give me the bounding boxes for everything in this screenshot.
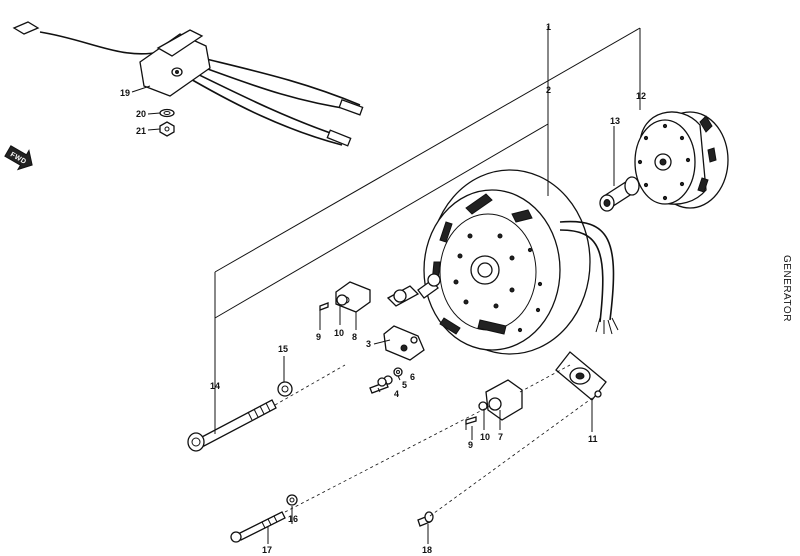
breaker-upper xyxy=(319,273,441,316)
label-15: 15 xyxy=(278,344,288,354)
label-17: 17 xyxy=(262,545,272,555)
forward-arrow: FWD xyxy=(4,145,33,171)
label-14: 14 xyxy=(210,381,220,391)
leader-lines xyxy=(131,85,615,544)
grommet-11 xyxy=(555,351,607,401)
stator-assembly xyxy=(423,169,619,355)
label-13: 13 xyxy=(610,116,620,126)
label-19: 19 xyxy=(120,88,130,98)
label-4: 4 xyxy=(394,389,399,399)
bolt-14 xyxy=(187,381,293,452)
ignition-coil-group xyxy=(12,21,364,147)
label-6: 6 xyxy=(410,372,415,382)
rotor-12 xyxy=(634,111,729,209)
label-5: 5 xyxy=(402,380,407,390)
label-3: 3 xyxy=(366,339,371,349)
sleeve-13 xyxy=(599,176,640,212)
label-9-lower: 9 xyxy=(468,440,473,450)
label-10-upper: 10 xyxy=(334,328,344,338)
label-9-upper: 9 xyxy=(316,332,321,342)
bolt-17 xyxy=(230,494,298,543)
breaker-lower xyxy=(369,325,425,394)
part-labels: 19 20 21 2 1 12 13 15 14 9 10 8 3 6 5 4 … xyxy=(120,22,646,555)
label-21: 21 xyxy=(136,126,146,136)
label-16: 16 xyxy=(288,514,298,524)
label-18: 18 xyxy=(422,545,432,555)
label-8-upper: 8 xyxy=(352,332,357,342)
label-2: 2 xyxy=(546,85,551,95)
label-12: 12 xyxy=(636,91,646,101)
label-10-lower: 10 xyxy=(480,432,490,442)
screw-18 xyxy=(417,511,434,527)
alignment-lines xyxy=(274,364,596,517)
label-1: 1 xyxy=(546,22,551,32)
label-20: 20 xyxy=(136,109,146,119)
label-7: 7 xyxy=(498,432,503,442)
bracket-lines xyxy=(214,26,641,380)
label-11: 11 xyxy=(588,434,598,444)
breaker-7 xyxy=(465,379,523,430)
section-title: GENERATOR xyxy=(781,255,792,322)
